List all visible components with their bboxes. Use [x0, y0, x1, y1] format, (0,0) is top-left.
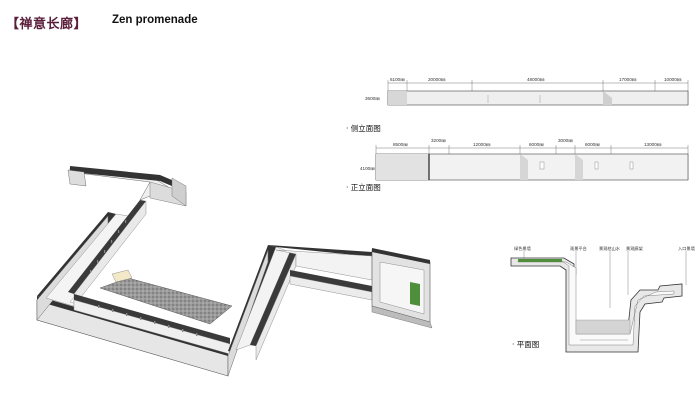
front-dim-1: 8500㎜	[393, 142, 408, 147]
plan-caption: · 平面图	[512, 340, 539, 349]
page-title-en: Zen promenade	[112, 14, 198, 26]
front-dim-2: 3200㎜	[431, 138, 446, 143]
front-elevation: 8500㎜ 3200㎜ 12000㎜ 6000㎜ 3000㎜ 6000㎜ 130…	[346, 138, 689, 192]
plan-label-pergola: 景观廊架	[626, 245, 643, 252]
floor-plan: 绿色景墙 观景平台 景观枯山水 景观廊架 入口景墙 · 平面图	[510, 245, 695, 353]
side-dim-2: 20000㎜	[428, 77, 446, 82]
side-dim-1: 6100㎜	[390, 77, 405, 82]
front-height-label: 4100㎜	[360, 166, 375, 171]
front-elevation-caption: · 正立面图	[346, 182, 381, 192]
side-dim-3: 48000㎜	[527, 77, 545, 82]
plan-label-dry-landscape: 景观枯山水	[599, 245, 621, 252]
front-dim-7: 13000㎜	[644, 142, 662, 147]
side-height-label: 3600㎜	[365, 96, 380, 101]
side-elevation-caption: · 侧立面图	[346, 123, 381, 133]
front-dim-5: 3000㎜	[558, 138, 573, 143]
plan-label-green-wall: 绿色景墙	[514, 245, 531, 252]
green-wall	[410, 282, 420, 306]
front-dim-4: 6000㎜	[529, 142, 544, 147]
side-dim-4: 17000㎜	[619, 77, 637, 82]
front-dim-6: 6000㎜	[585, 142, 600, 147]
promenade-3d-view	[36, 166, 433, 377]
plan-label-viewing-platform: 观景平台	[570, 245, 587, 252]
page-title-cn: 【禅意长廊】	[6, 17, 88, 32]
side-dim-5: 10000㎜	[664, 77, 682, 82]
front-dim-3: 12000㎜	[473, 142, 491, 147]
side-elevation: 6100㎜ 20000㎜ 48000㎜ 17000㎜ 10000㎜ 3600㎜ …	[346, 77, 689, 133]
plan-label-entrance-wall: 入口景墙	[678, 245, 695, 252]
